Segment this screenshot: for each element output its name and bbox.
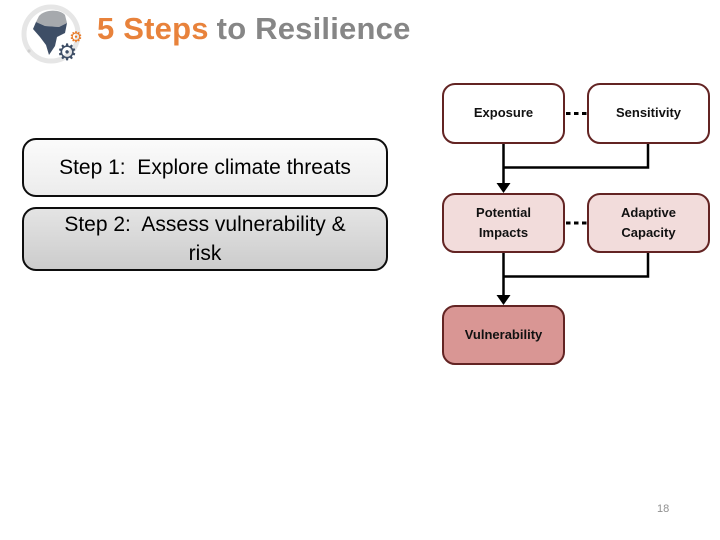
node-sensitivity: Sensitivity (587, 83, 710, 144)
step-2-box: Step 2: Assess vulnerability & risk (22, 207, 388, 271)
globe-with-gears-logo: ⚙ ⚙ (20, 3, 86, 67)
node-sensitivity-label: Sensitivity (615, 105, 682, 121)
title-rest: to Resilience (216, 11, 411, 46)
elbow-connector-adaptive-to-vulnerability (504, 253, 650, 278)
node-exposure-label: Exposure (473, 105, 534, 121)
globe-north-america (33, 22, 67, 55)
node-adaptive-capacity: Adaptive Capacity (587, 193, 710, 253)
gear-icon: ⚙ (57, 40, 78, 66)
gear-icon: ⚙ (69, 28, 82, 46)
node-adaptive-capacity-label: Adaptive Capacity (621, 204, 676, 240)
step-2-label: Step 2: Assess vulnerability & risk (64, 212, 346, 265)
node-exposure: Exposure (442, 83, 565, 144)
node-potential-impacts: Potential Impacts (442, 193, 565, 253)
step-1-box: Step 1: Explore climate threats (22, 138, 388, 197)
arrowhead-icon (496, 183, 511, 193)
title-highlight: 5 Steps (97, 11, 209, 46)
page-number: 18 (657, 503, 670, 515)
node-vulnerability-label: Vulnerability (464, 326, 543, 342)
node-potential-impacts-label: Potential Impacts (476, 204, 531, 240)
globe-arctic-region (36, 10, 67, 27)
arrowhead-icon (496, 295, 511, 305)
logo-dot (27, 49, 31, 53)
elbow-connector-sensitivity-to-impacts (504, 144, 650, 169)
logo-graphic: ⚙ ⚙ (21, 4, 83, 66)
logo-ring (21, 4, 81, 64)
step-1-label: Step 1: Explore climate threats (59, 155, 351, 179)
node-vulnerability: Vulnerability (442, 305, 565, 365)
